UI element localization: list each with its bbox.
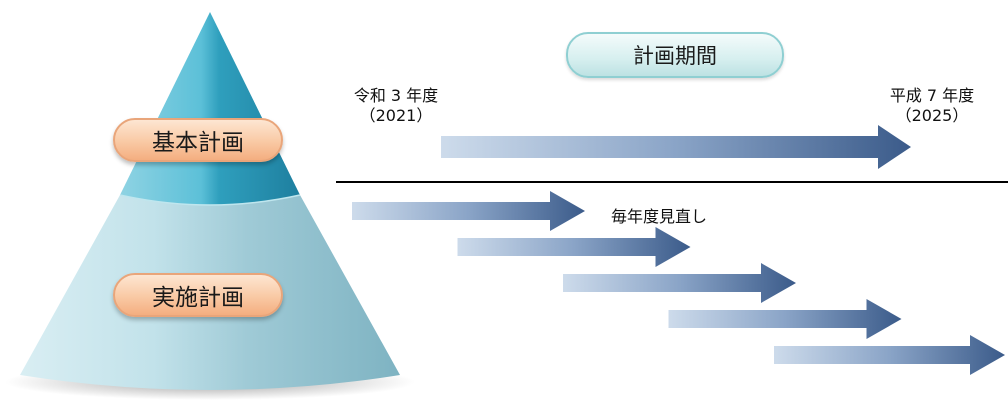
annual-review-label: 毎年度見直し	[611, 207, 708, 226]
review-arrow-1	[352, 191, 585, 231]
review-arrow-3	[563, 263, 796, 303]
plan-period-label: 計画期間	[566, 32, 784, 78]
period-start-label: 令和 3 年度	[353, 86, 439, 105]
review-arrow-2	[457, 227, 691, 267]
period-start-year: （2021）	[359, 106, 433, 125]
period-end-year: （2025）	[895, 106, 969, 125]
period-arrow	[441, 125, 911, 169]
review-arrow-5	[774, 335, 1005, 375]
implementation-plan-label: 実施計画	[113, 273, 283, 317]
basic-plan-label: 基本計画	[113, 118, 283, 162]
annual-review-arrows	[352, 191, 1005, 375]
cone-upper-section	[120, 12, 300, 205]
period-end-label: 平成 7 年度	[889, 86, 975, 105]
cone-seam	[119, 194, 301, 206]
review-arrow-4	[668, 299, 902, 339]
